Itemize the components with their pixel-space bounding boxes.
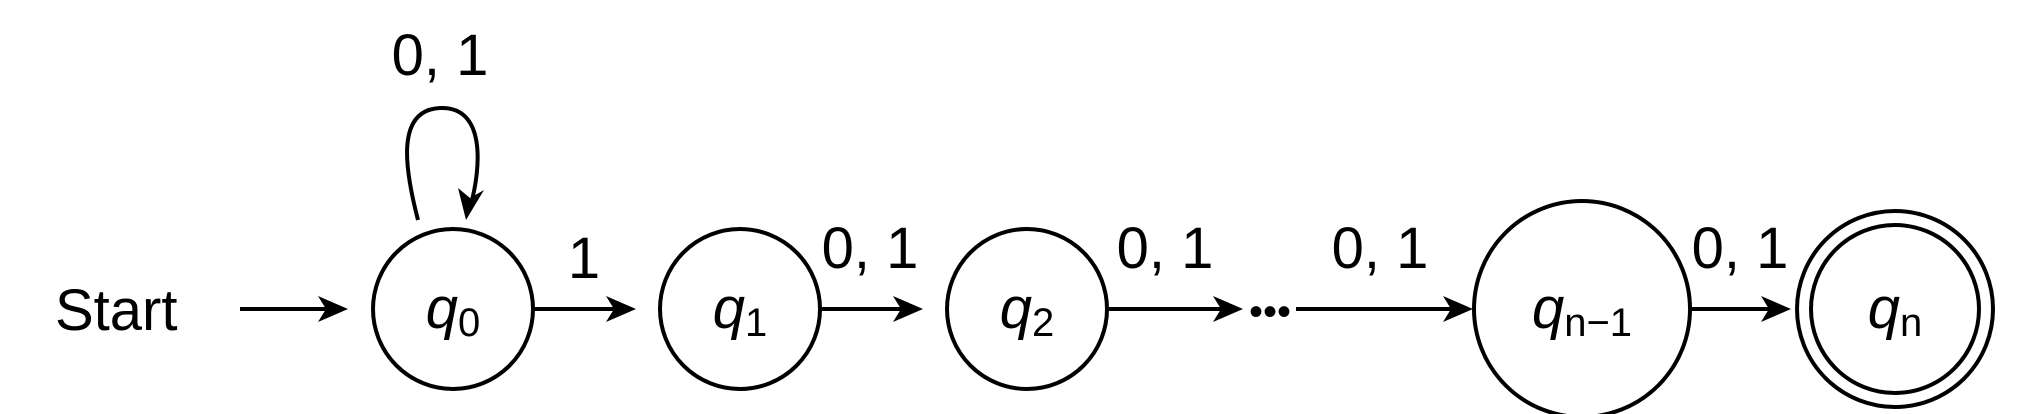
edge-q1-q2-label: 0, 1 [822, 216, 919, 281]
state-q0 [371, 227, 535, 391]
edge-q2-ellipsis-label: 0, 1 [1117, 216, 1214, 281]
edge-q1-q2-arrowhead [893, 296, 923, 322]
start-label: Start [55, 278, 178, 343]
state-qn [1809, 223, 1981, 395]
edge-q0-q0-label: 0, 1 [392, 23, 489, 88]
edge-q0-q0 [405, 105, 480, 221]
state-q2 [945, 227, 1109, 391]
edge-q0-q1-label: 1 [568, 226, 600, 291]
edge-q2-ellipsis-arrowhead [1213, 296, 1243, 322]
ellipsis-marker: ••• [1249, 290, 1291, 334]
state-q1-label: q1 [713, 276, 768, 345]
start-arrowhead [318, 296, 348, 322]
state-qn-minus-1-label: qn−1 [1532, 276, 1632, 345]
state-q0-label: q0 [426, 276, 481, 345]
state-qn-label: qn [1868, 276, 1923, 345]
edge-q0-q1-arrowhead [606, 296, 636, 322]
edge-q0-q0-arrowhead [458, 188, 484, 220]
edge-qn1-qn-label: 0, 1 [1692, 216, 1789, 281]
edge-qn1-qn-arrowhead [1761, 296, 1791, 322]
state-qn-minus-1 [1472, 199, 1692, 414]
edge-ellipsis-qn1-arrowhead [1443, 296, 1473, 322]
state-q2-label: q2 [1000, 276, 1055, 345]
state-q1 [658, 227, 822, 391]
edge-ellipsis-qn1-label: 0, 1 [1332, 216, 1429, 281]
